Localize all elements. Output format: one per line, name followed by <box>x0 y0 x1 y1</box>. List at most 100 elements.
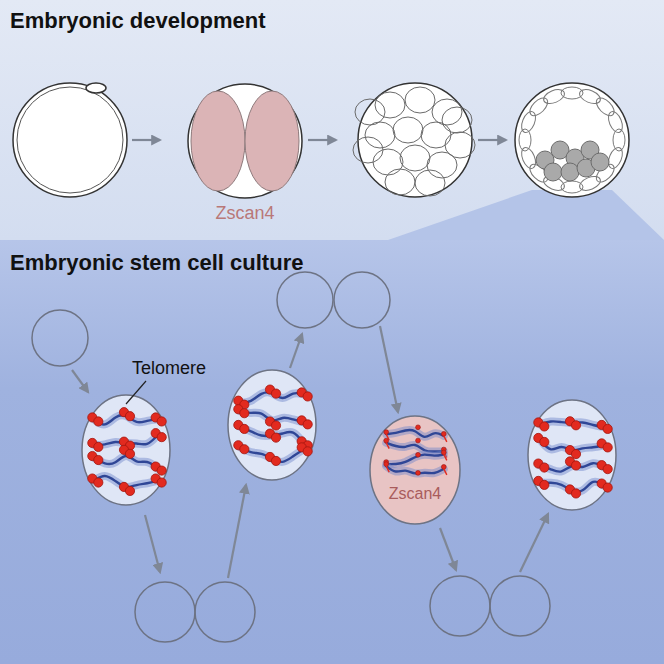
blastocyst <box>515 83 629 197</box>
daughter-cell <box>277 272 333 328</box>
telomere <box>540 437 549 446</box>
blastomere <box>365 122 395 148</box>
nucleus <box>228 370 316 480</box>
telomere-short <box>416 438 421 443</box>
telomere-trace <box>386 466 389 472</box>
blastomere <box>400 145 430 171</box>
section-heading: Embryonic development <box>10 8 266 34</box>
arrows <box>72 140 548 578</box>
chromatin-group <box>384 425 447 475</box>
chromatin <box>386 454 444 464</box>
daughter-cell <box>135 582 195 642</box>
telomere-short <box>416 452 421 457</box>
telomere <box>271 433 280 442</box>
chromatin-halo <box>386 430 444 437</box>
polar-body <box>86 83 106 93</box>
telomere <box>157 433 166 442</box>
chromatin-halo <box>94 456 157 469</box>
telomere <box>271 389 280 398</box>
trophectoderm-cell <box>519 110 539 135</box>
nucleus <box>82 395 170 505</box>
telomere <box>94 455 103 464</box>
blastomere <box>353 137 383 163</box>
two-cell-embryo: Zscan4 <box>187 83 303 226</box>
chromatin-halo <box>386 443 444 452</box>
telomere <box>571 489 580 498</box>
callout-label: Telomere <box>132 358 206 379</box>
zoom-wedge <box>388 190 664 240</box>
telomere-trace <box>444 454 447 460</box>
blastomere <box>442 107 472 133</box>
telomere-trace <box>386 443 389 449</box>
blastomere <box>375 92 405 118</box>
telomere <box>240 409 249 418</box>
telomere <box>540 480 549 489</box>
blastomere <box>355 99 385 125</box>
chromatin-halo <box>386 466 444 473</box>
telomere <box>303 420 312 429</box>
telomere-short <box>416 471 421 476</box>
daughter-cell <box>430 576 490 636</box>
telomere <box>603 424 612 433</box>
chromatin-halo <box>386 454 444 464</box>
telomere <box>271 456 280 465</box>
telomere <box>157 417 166 426</box>
daughter-cell <box>195 582 255 642</box>
telomere <box>157 478 166 487</box>
trophectoderm-cell <box>578 87 603 107</box>
telomere <box>571 421 580 430</box>
telomere <box>540 463 549 472</box>
nucleus-zscan4 <box>370 416 460 524</box>
trophectoderm-cell <box>606 110 626 135</box>
zscan4-cell: Zscan4 <box>369 415 461 525</box>
chromatin-halo <box>240 427 303 443</box>
trophectoderm-cell <box>527 95 551 119</box>
inner-cell-mass <box>544 163 562 181</box>
telomere-short <box>441 431 446 436</box>
inner-cell-mass <box>561 163 579 181</box>
step-arrow <box>145 515 160 572</box>
chromatin <box>386 443 444 452</box>
chromatin <box>386 430 444 437</box>
telomere <box>603 465 612 474</box>
telomere <box>125 486 134 495</box>
telomere <box>540 422 549 431</box>
telomere-trace <box>444 469 447 475</box>
stem-cell <box>32 310 88 366</box>
telomere <box>271 421 280 430</box>
telomere <box>125 449 134 458</box>
step-arrow <box>478 139 506 141</box>
blastomere <box>385 169 415 195</box>
section-heading: Embryonic stem cell culture <box>10 250 303 276</box>
telomere <box>94 478 103 487</box>
telomere-short <box>384 462 389 467</box>
step-arrow <box>72 370 88 392</box>
blastomere <box>421 122 451 148</box>
daughter-cell <box>334 272 390 328</box>
step-arrow <box>520 514 548 572</box>
leader-line <box>126 381 146 404</box>
node-label: Zscan4 <box>187 203 303 224</box>
blastomere-zscan4 <box>191 91 245 191</box>
blastomere <box>393 117 423 143</box>
step-arrow <box>440 528 456 570</box>
step-arrow <box>308 139 336 141</box>
blastomere <box>427 152 457 178</box>
node-outline <box>369 415 461 525</box>
embryo-outline <box>188 84 302 198</box>
chromatin <box>386 466 444 473</box>
trophectoderm-cell <box>593 95 617 119</box>
telomere <box>125 412 134 421</box>
step-arrow <box>290 334 302 368</box>
telomere <box>571 461 580 470</box>
node-outline <box>187 83 303 199</box>
telomere <box>603 443 612 452</box>
zygote-inner <box>17 87 123 193</box>
telomere <box>157 466 166 475</box>
telomere <box>240 424 249 433</box>
blastomere <box>405 87 435 113</box>
telomere <box>240 445 249 454</box>
telomere-short <box>416 425 421 430</box>
daughter-cell <box>490 576 550 636</box>
